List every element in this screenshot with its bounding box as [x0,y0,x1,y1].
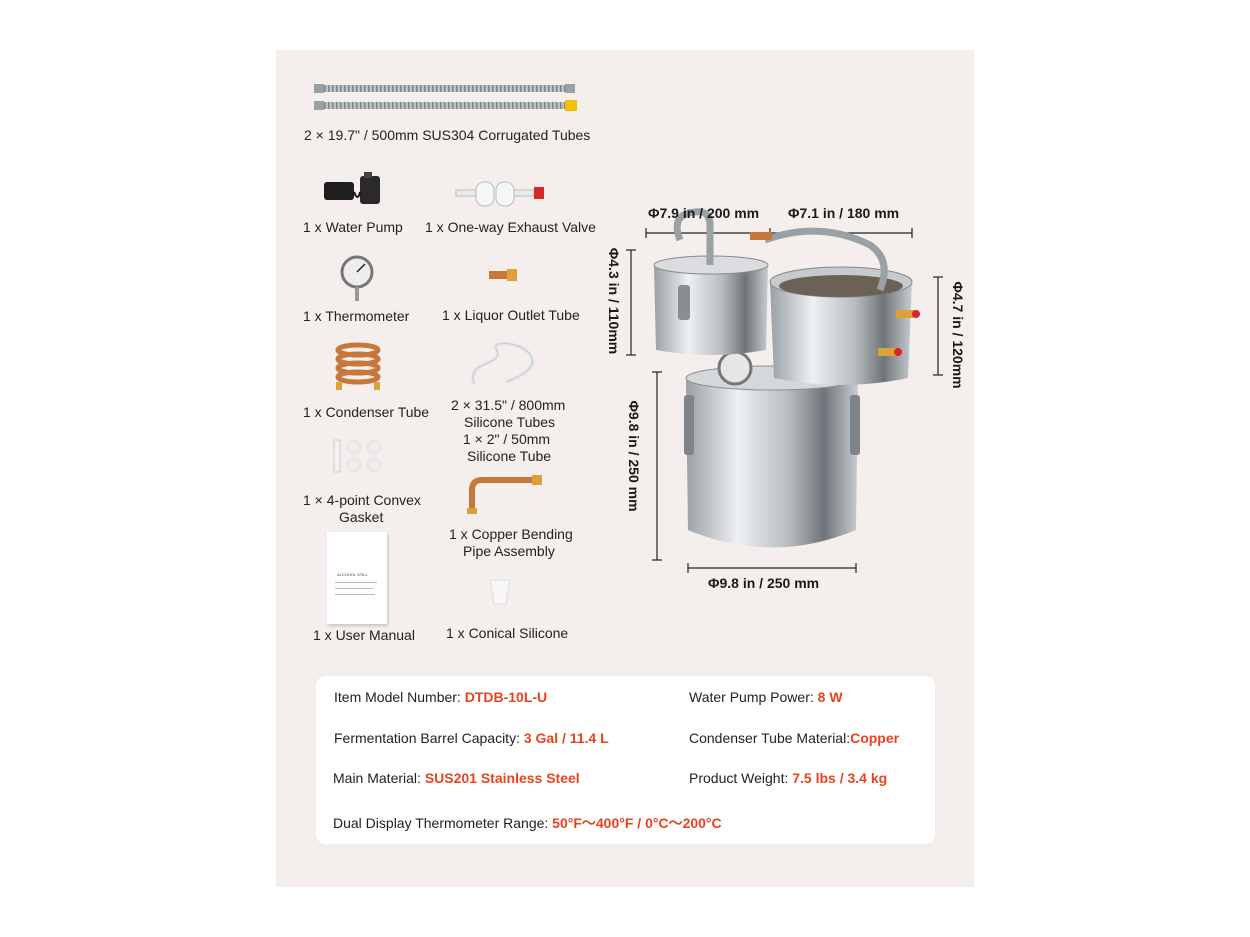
dim-bottom: Φ9.8 in / 250 mm [708,575,820,591]
silicone-caption-4: Silicone Tube [467,448,552,464]
dim-top-left: Φ7.9 in / 200 mm [648,205,760,221]
spec-thermometer-range: Dual Display Thermometer Range: 50°F～400… [333,815,722,831]
condenser-tube-image [335,342,381,390]
user-manual-image: ALCOHOL STILL [327,532,387,624]
tubes-caption: 2 × 19.7" / 500mm SUS304 Corrugated Tube… [304,127,591,143]
outlet-caption: 1 x Liquor Outlet Tube [442,307,580,323]
silicone-caption-1: 2 × 31.5" / 800mm [451,397,566,413]
manual-caption: 1 x User Manual [313,627,415,643]
dim-right-small: Φ4.7 in / 120mm [950,281,966,389]
specs-panel [316,676,935,844]
spec-condenser-material: Condenser Tube Material:Copper [689,730,900,746]
spec-model: Item Model Number: DTDB-10L-U [334,689,548,705]
conical-caption: 1 x Conical Silicone [446,625,569,641]
outlet-tube-image [489,269,517,281]
thermometer-image [340,255,374,301]
copper-pipe-image [467,475,542,514]
dim-left-big: Φ9.8 in / 250 mm [626,400,642,512]
spec-pump-power: Water Pump Power: 8 W [689,689,843,705]
exhaust-valve-image [455,181,544,207]
water-pump-image [324,172,380,204]
copper-caption-1: 1 x Copper Bending [449,526,573,542]
silicone-caption-3: 1 × 2" / 50mm [463,431,551,447]
spec-main-material: Main Material: SUS201 Stainless Steel [333,770,580,786]
valve-caption: 1 x One-way Exhaust Valve [425,219,596,235]
gasket-caption-2: Gasket [339,509,384,525]
spec-capacity: Fermentation Barrel Capacity: 3 Gal / 11… [334,730,609,746]
thermometer-caption: 1 x Thermometer [303,308,410,324]
corrugated-tubes-image [314,84,577,111]
spec-weight: Product Weight: 7.5 lbs / 3.4 kg [689,770,888,786]
condenser-caption: 1 x Condenser Tube [303,404,430,420]
silicone-caption-2: Silicone Tubes [464,414,556,430]
manual-title: ALCOHOL STILL [337,572,368,577]
gasket-caption-1: 1 × 4-point Convex [303,492,421,508]
silicone-tubes-image [470,341,535,385]
conical-silicone-image [489,579,511,605]
pump-caption: 1 x Water Pump [303,219,403,235]
dim-top-right: Φ7.1 in / 180 mm [788,205,900,221]
gasket-image [333,439,382,473]
dim-left-small: Φ4.3 in / 110mm [606,247,622,355]
copper-caption-2: Pipe Assembly [463,543,555,559]
distiller-image [626,208,943,573]
